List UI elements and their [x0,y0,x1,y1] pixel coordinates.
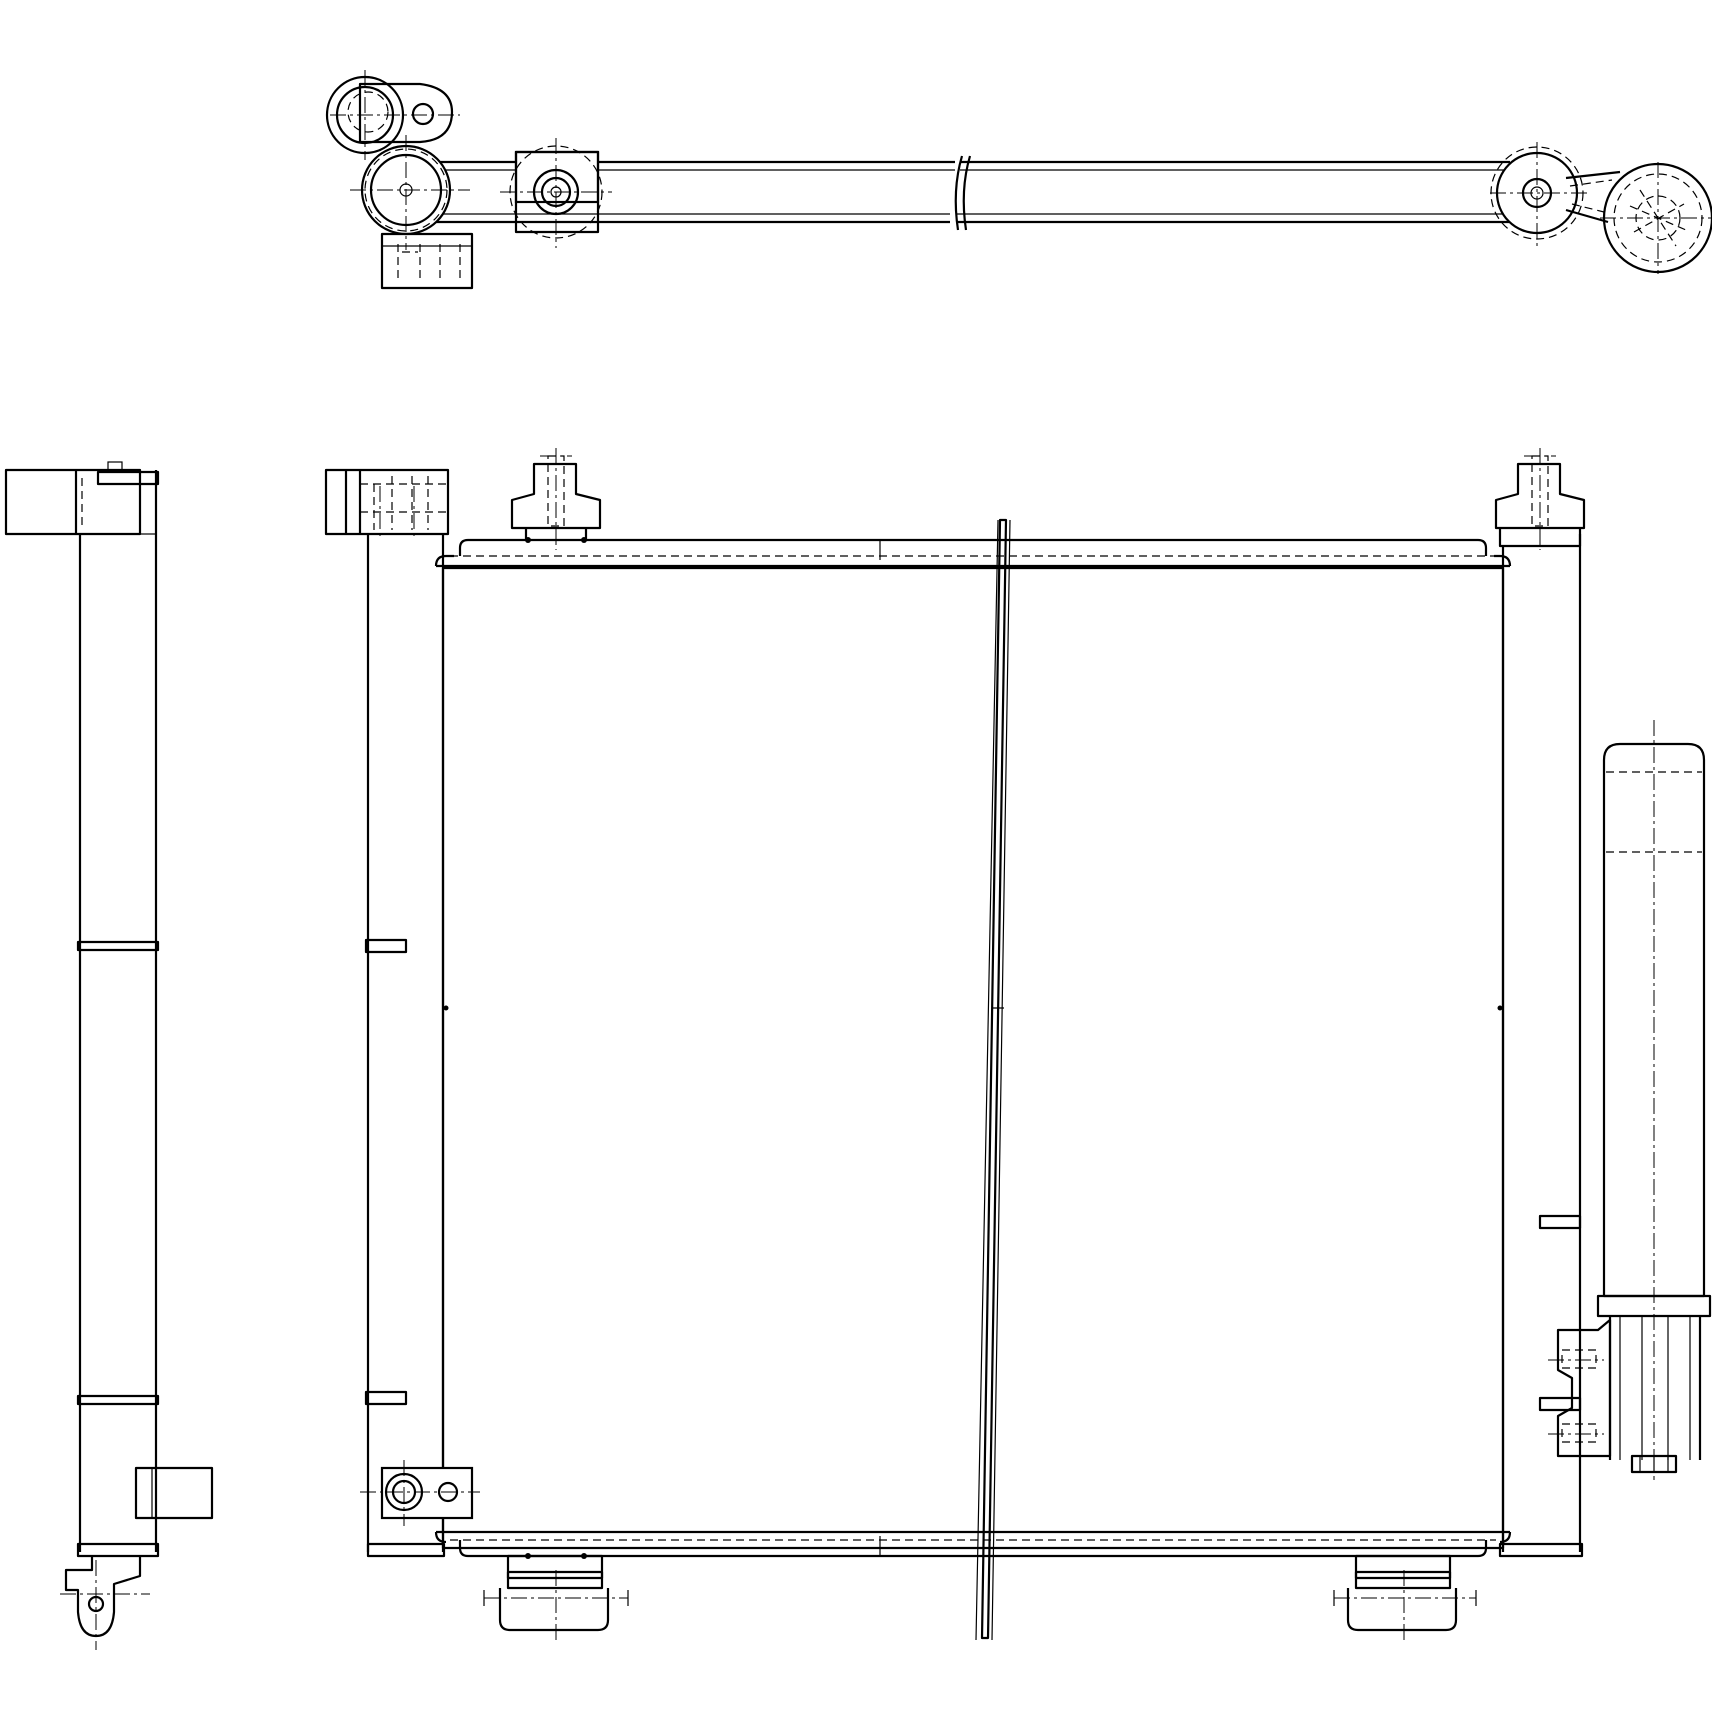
side-view [4,461,214,1650]
bottom-left-mount [483,1553,629,1640]
top-left-mount [510,448,602,550]
front-view [324,448,1712,1641]
bottom-right-mount [1333,1554,1477,1640]
top-right-mount [1494,448,1586,550]
top-view [325,70,1712,290]
receiver-drier [1548,720,1712,1480]
